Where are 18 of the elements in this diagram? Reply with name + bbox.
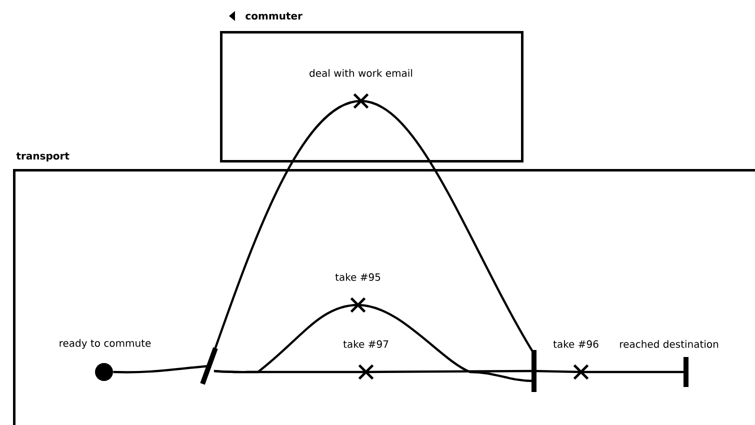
state-label: reached destination bbox=[620, 340, 718, 348]
lane-title: transport bbox=[16, 152, 70, 162]
activity-label: take #96 bbox=[553, 340, 598, 348]
flow-line bbox=[113, 364, 210, 374]
flow-line bbox=[366, 370, 534, 374]
flow-line bbox=[360, 100, 535, 354]
flow-line bbox=[358, 304, 534, 382]
lane-title: commuter bbox=[246, 12, 302, 20]
state-label: ready to commute bbox=[60, 339, 151, 349]
sync-bar bbox=[532, 350, 536, 392]
activity-label: take #95 bbox=[335, 273, 380, 281]
sync-bar bbox=[200, 347, 218, 385]
flow-line bbox=[581, 370, 686, 374]
activity-label: take #97 bbox=[343, 340, 388, 348]
flow-line bbox=[534, 370, 582, 374]
flow-line bbox=[208, 100, 362, 366]
activity-label: deal with work email bbox=[310, 69, 412, 77]
flow-line bbox=[214, 370, 366, 374]
